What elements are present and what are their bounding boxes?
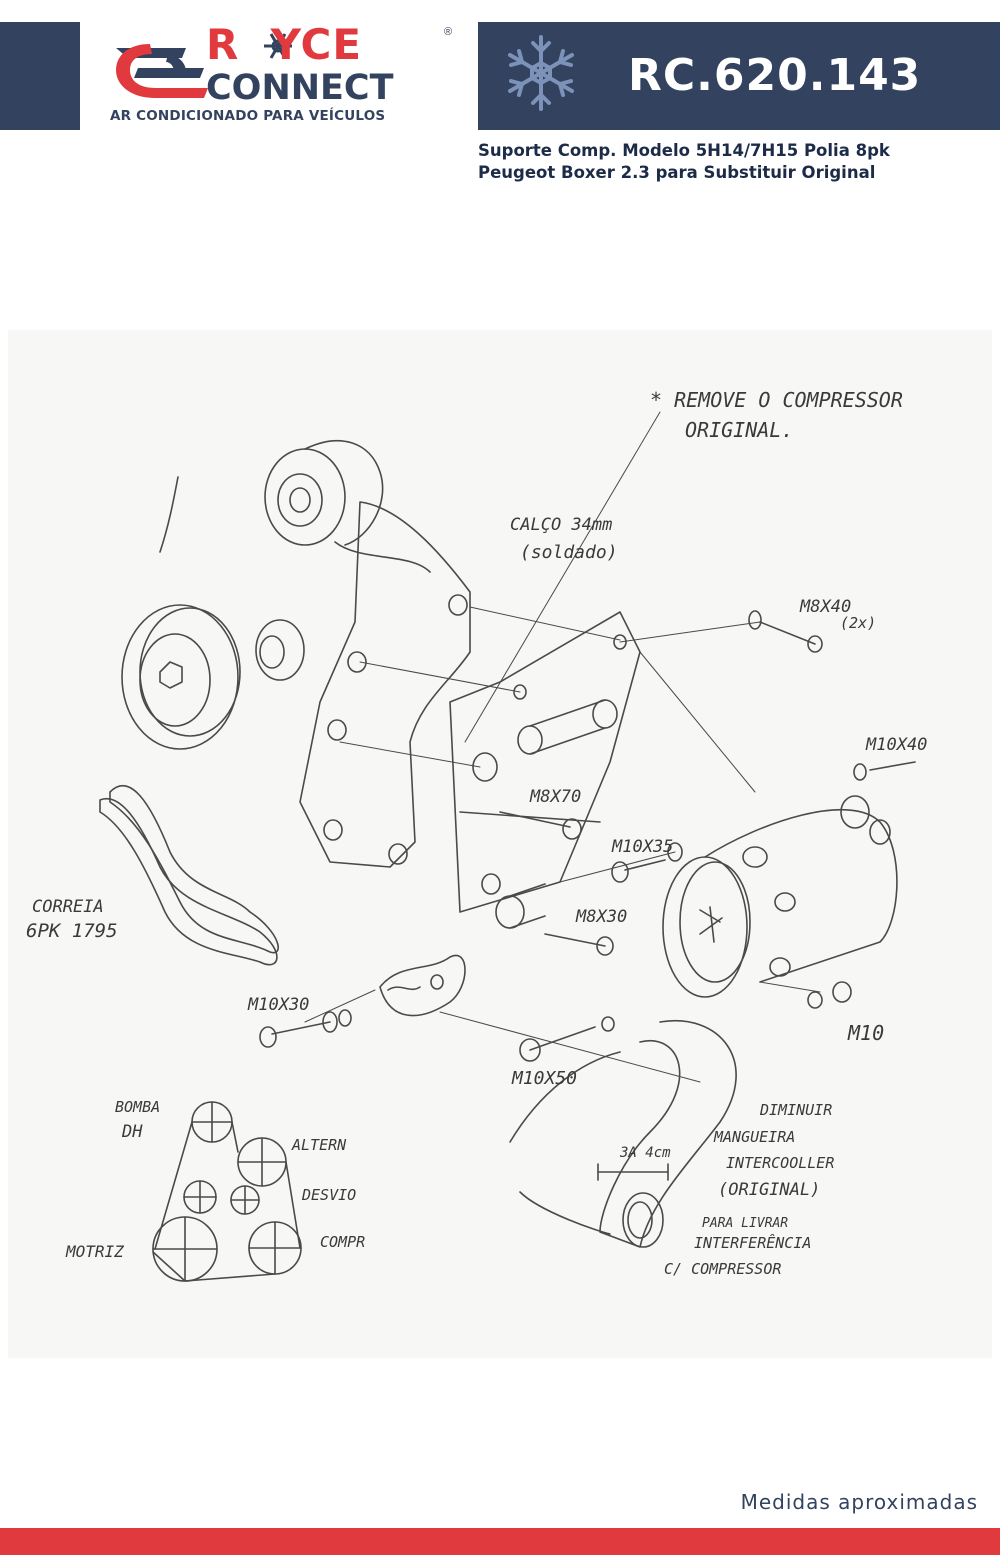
hose-note-line6: INTERFERÊNCIA bbox=[694, 1233, 811, 1252]
spacer-tube bbox=[495, 699, 618, 929]
label-bomba: BOMBA bbox=[115, 1098, 160, 1116]
label-calco: CALÇO 34mm bbox=[510, 515, 612, 535]
logo-tagline: AR CONDICIONADO PARA VEÍCULOS bbox=[110, 108, 386, 124]
note-remove-compressor-line1: * REMOVE O COMPRESSOR bbox=[650, 388, 903, 412]
label-m10x30: M10X30 bbox=[247, 995, 309, 1015]
label-m10x50: M10X50 bbox=[511, 1068, 577, 1089]
engine-bracket bbox=[299, 501, 471, 868]
belt-routing-diagram bbox=[152, 1101, 302, 1282]
tension-link bbox=[379, 954, 466, 1017]
label-m10: M10 bbox=[847, 1021, 884, 1045]
guide-lines bbox=[304, 411, 821, 1083]
logo-word-royce: R YCE bbox=[206, 20, 363, 69]
hose-note-line3: INTERCOOLLER bbox=[726, 1154, 834, 1172]
hose-note-line7: C/ COMPRESSOR bbox=[664, 1260, 781, 1278]
alternator bbox=[264, 440, 431, 573]
label-calco-soldado: (soldado) bbox=[520, 542, 618, 563]
bolts bbox=[259, 610, 916, 1062]
hose-note-line4: (ORIGINAL) bbox=[718, 1180, 820, 1200]
royce-connect-logo: R YCE ® CONNECT AR CONDICIONADO PARA VEÍ… bbox=[108, 20, 458, 126]
label-desvio: DESVIO bbox=[301, 1186, 356, 1204]
hose-note-line1: DIMINUIR bbox=[759, 1101, 832, 1119]
logo-mark bbox=[116, 33, 292, 98]
spacer-ring bbox=[255, 619, 305, 681]
label-altern: ALTERN bbox=[291, 1136, 347, 1154]
label-m8x40-qty: (2x) bbox=[840, 614, 876, 632]
hose-note-line5: PARA LIVRAR bbox=[702, 1216, 788, 1231]
logo-snowflake-icon bbox=[264, 33, 292, 59]
belt bbox=[99, 785, 279, 966]
subtitle-line-2: Peugeot Boxer 2.3 para Substituir Origin… bbox=[478, 163, 876, 182]
footer-red-bar bbox=[0, 1528, 1000, 1555]
label-correia: CORREIA bbox=[32, 897, 104, 917]
product-code: RC.620.143 bbox=[628, 50, 922, 101]
label-bomba-dh: DH bbox=[121, 1122, 143, 1142]
snowflake-icon bbox=[508, 35, 574, 111]
header-right-block bbox=[478, 22, 1000, 130]
crank-pulley bbox=[121, 476, 241, 750]
hose-note-line2: MANGUEIRA bbox=[713, 1128, 795, 1146]
label-motriz: MOTRIZ bbox=[65, 1242, 124, 1261]
sketch-labels: * REMOVE O COMPRESSOR ORIGINAL. CALÇO 34… bbox=[26, 388, 927, 1278]
label-m10x35: M10X35 bbox=[611, 837, 673, 857]
footer-approx-measures: Medidas aproximadas bbox=[740, 1490, 978, 1514]
label-correia-spec: 6PK 1795 bbox=[26, 920, 118, 942]
intercooler-hose bbox=[509, 1019, 737, 1248]
logo-word-connect: CONNECT bbox=[206, 68, 394, 108]
compressor bbox=[662, 795, 898, 998]
subtitle-line-1: Suporte Comp. Modelo 5H14/7H15 Polia 8pk bbox=[478, 141, 890, 160]
header-left-block bbox=[0, 22, 80, 130]
installation-sketch: * REMOVE O COMPRESSOR ORIGINAL. CALÇO 34… bbox=[8, 330, 992, 1358]
label-m8x70: M8X70 bbox=[529, 787, 581, 807]
label-m8x30: M8X30 bbox=[575, 907, 627, 927]
label-compr: COMPR bbox=[320, 1233, 365, 1251]
label-m10x40: M10X40 bbox=[865, 735, 927, 755]
logo-registered: ® bbox=[444, 26, 453, 38]
note-remove-compressor-line2: ORIGINAL. bbox=[685, 418, 793, 442]
sketch-paper bbox=[8, 330, 992, 1358]
product-description: Suporte Comp. Modelo 5H14/7H15 Polia 8pk… bbox=[478, 140, 890, 184]
label-hose-dimension: 3A 4cm bbox=[619, 1145, 671, 1161]
label-m8x40: M8X40 bbox=[799, 597, 851, 617]
